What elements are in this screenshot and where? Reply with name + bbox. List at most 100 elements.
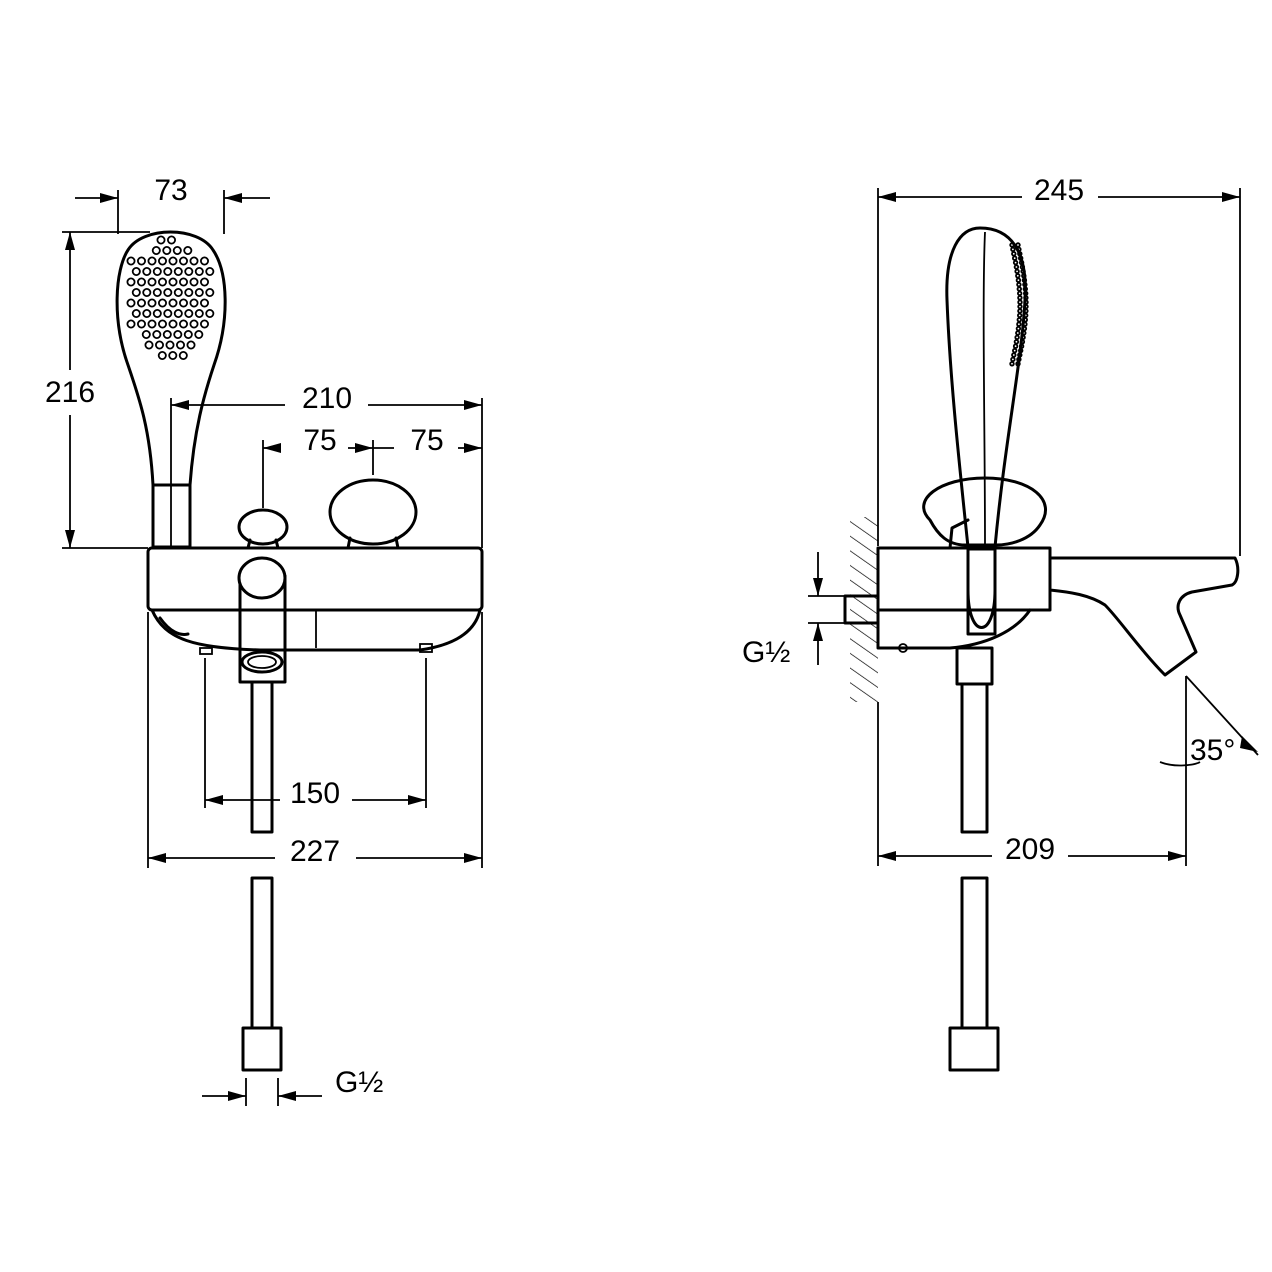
nozzle bbox=[126, 277, 136, 287]
dim-210: 210 bbox=[170, 382, 483, 548]
nozzle bbox=[147, 277, 157, 287]
side-nozzle bbox=[1010, 246, 1016, 253]
nozzle bbox=[162, 329, 172, 339]
side-nozzle bbox=[1022, 317, 1029, 323]
nozzle bbox=[152, 329, 162, 339]
dim-head-height-label: 216 bbox=[45, 376, 95, 409]
dim-245: 245 bbox=[877, 174, 1241, 556]
thread-inlet-label: G½ bbox=[742, 636, 790, 669]
nozzle bbox=[173, 329, 183, 339]
side-nozzle bbox=[1013, 339, 1020, 345]
side-nozzle bbox=[1017, 251, 1023, 257]
side-nozzle bbox=[1023, 308, 1029, 314]
nozzle bbox=[178, 298, 188, 308]
spout-front bbox=[237, 556, 287, 684]
nozzle bbox=[165, 340, 175, 350]
side-knob bbox=[922, 476, 1047, 547]
nozzle bbox=[205, 287, 215, 297]
hand-shower-handle bbox=[151, 483, 192, 549]
side-nozzle bbox=[1022, 312, 1029, 319]
nozzle bbox=[173, 287, 183, 297]
nozzle bbox=[186, 340, 196, 350]
side-nozzle bbox=[1014, 334, 1020, 341]
nozzle bbox=[142, 287, 152, 297]
side-nozzle bbox=[1018, 259, 1025, 266]
nozzle bbox=[156, 235, 166, 245]
nozzle bbox=[157, 277, 167, 287]
dim-thread-bottom: G½ bbox=[202, 1066, 383, 1106]
side-nozzle bbox=[1015, 277, 1022, 283]
nozzle bbox=[189, 319, 199, 329]
thread-bottom-label: G½ bbox=[335, 1066, 383, 1099]
nozzle bbox=[152, 266, 162, 276]
side-nozzle bbox=[1015, 242, 1021, 248]
nozzle bbox=[168, 350, 178, 360]
side-nozzle bbox=[1021, 330, 1027, 336]
side-nozzle bbox=[1013, 264, 1020, 270]
nozzle bbox=[162, 245, 172, 255]
hose-lower bbox=[250, 876, 274, 1030]
spout-side bbox=[1048, 556, 1240, 677]
nozzle bbox=[131, 287, 141, 297]
large-knob-stem bbox=[346, 536, 400, 550]
side-nozzle bbox=[1015, 330, 1021, 336]
nozzle bbox=[189, 256, 199, 266]
nozzle bbox=[178, 350, 188, 360]
hand-shower-side bbox=[945, 226, 1029, 636]
dim-209-label: 209 bbox=[1005, 833, 1055, 866]
nozzle bbox=[163, 266, 173, 276]
dim-head-width-label: 73 bbox=[154, 174, 187, 207]
nozzle bbox=[147, 256, 157, 266]
nozzle bbox=[154, 340, 164, 350]
hose-upper bbox=[250, 680, 274, 834]
nozzle bbox=[144, 340, 154, 350]
nozzle bbox=[168, 256, 178, 266]
side-nozzle bbox=[1015, 361, 1021, 367]
mixer-body bbox=[146, 546, 484, 655]
nozzle bbox=[166, 235, 176, 245]
side-nozzle bbox=[1012, 259, 1019, 266]
nozzle bbox=[136, 277, 146, 287]
side-view: 245 209 35° G½ bbox=[742, 174, 1259, 1072]
nozzle bbox=[163, 308, 173, 318]
nozzle bbox=[199, 256, 209, 266]
side-nozzle bbox=[1017, 308, 1023, 314]
side-nozzle bbox=[1022, 321, 1028, 327]
nozzle bbox=[136, 319, 146, 329]
side-nozzle bbox=[1017, 352, 1023, 358]
nozzle bbox=[157, 298, 167, 308]
side-nozzle bbox=[1009, 361, 1015, 367]
side-nozzles bbox=[1009, 242, 1029, 367]
dim-210-label: 210 bbox=[302, 382, 352, 415]
nozzle bbox=[183, 329, 193, 339]
side-nozzle bbox=[1018, 347, 1024, 354]
side-nozzle bbox=[1017, 303, 1023, 310]
nozzle bbox=[184, 308, 194, 318]
side-nozzle bbox=[1012, 255, 1018, 261]
side-nozzle bbox=[1011, 352, 1017, 358]
side-hose-upper bbox=[955, 646, 994, 686]
side-nozzle bbox=[1015, 325, 1022, 332]
nozzle bbox=[157, 350, 167, 360]
nozzle bbox=[175, 340, 185, 350]
dim-75-75: 75 75 bbox=[262, 424, 482, 508]
nozzle bbox=[184, 287, 194, 297]
nozzle bbox=[141, 329, 151, 339]
hose-nut bbox=[241, 1026, 283, 1072]
dim-150: 150 bbox=[204, 658, 427, 810]
nozzle bbox=[168, 277, 178, 287]
side-nozzle bbox=[1016, 356, 1022, 363]
front-view: 73 216 210 bbox=[45, 174, 484, 1106]
nozzle bbox=[199, 319, 209, 329]
nozzle bbox=[172, 245, 182, 255]
dim-head-height: 216 bbox=[45, 231, 150, 549]
spray-nozzles bbox=[126, 235, 215, 360]
dim-227-label: 227 bbox=[290, 835, 340, 868]
dim-209: 209 bbox=[877, 676, 1187, 866]
nozzle bbox=[126, 298, 136, 308]
dim-75-left-label: 75 bbox=[303, 424, 336, 457]
nozzle bbox=[189, 298, 199, 308]
nozzle bbox=[184, 266, 194, 276]
nozzle bbox=[151, 245, 161, 255]
side-nozzle bbox=[1014, 268, 1020, 275]
